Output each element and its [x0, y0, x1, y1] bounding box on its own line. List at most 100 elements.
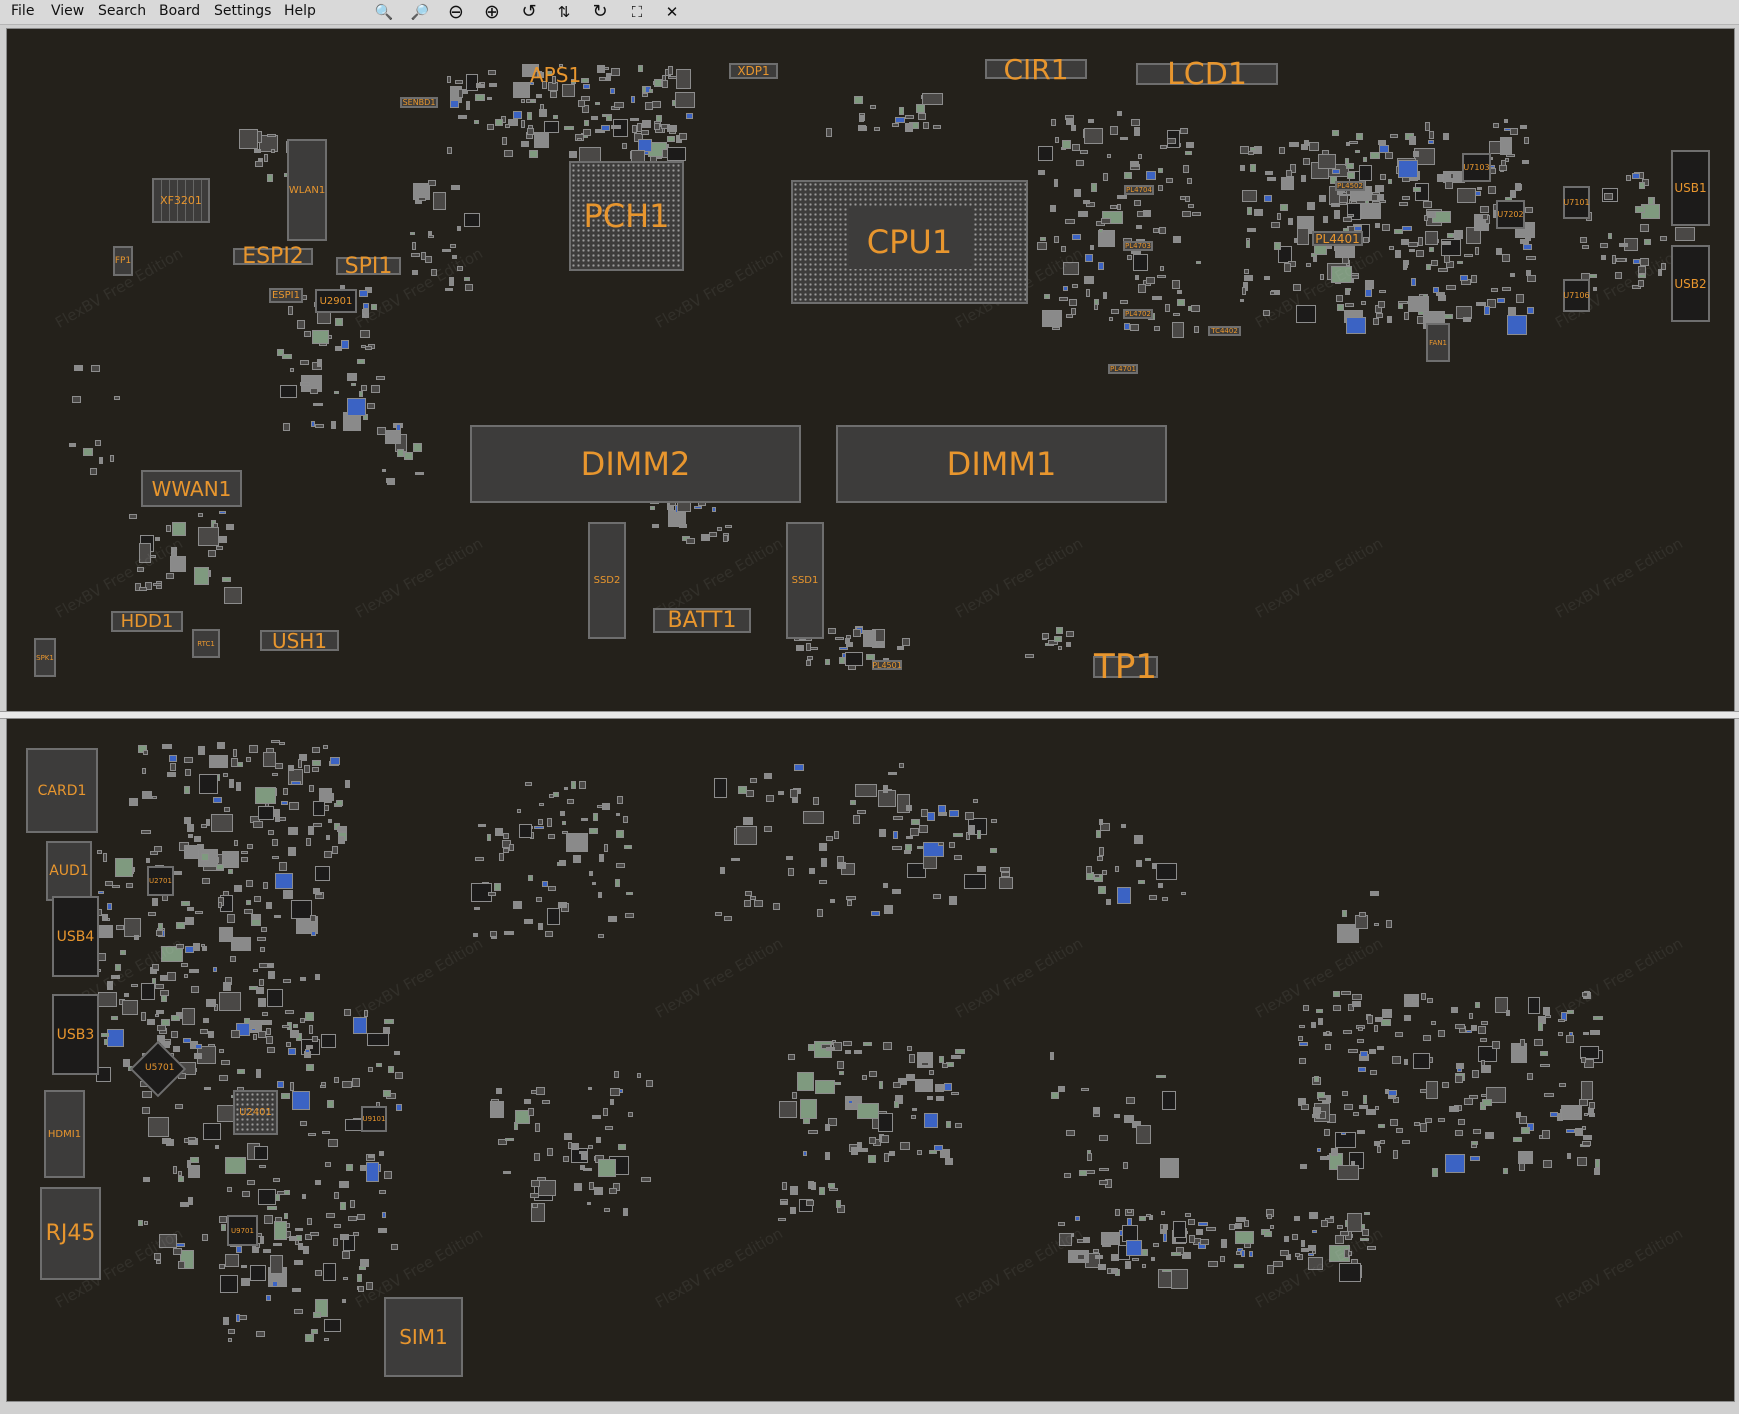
smd-part	[427, 234, 435, 238]
zoom-in-icon[interactable]: ⊕	[484, 1, 500, 23]
part-FAN1[interactable]: FAN1	[1426, 323, 1450, 362]
smd-part	[311, 329, 329, 345]
part-RJ45[interactable]: RJ45	[40, 1187, 101, 1280]
smd-part	[315, 974, 320, 980]
rotate-ccw-icon[interactable]: ↺	[521, 1, 537, 22]
part-PL4702[interactable]: PL4702	[1123, 309, 1153, 319]
smd-part	[851, 1146, 858, 1155]
smd-part	[1357, 1067, 1367, 1072]
part-DIMM2[interactable]: DIMM2	[470, 425, 801, 503]
part-U5701[interactable]: U5701	[145, 1063, 175, 1073]
part-U7103[interactable]: U7103	[1462, 153, 1491, 182]
smd-part	[284, 1190, 291, 1195]
smd-part	[1374, 223, 1380, 229]
part-PL4502[interactable]: PL4502	[1335, 181, 1365, 191]
smd-part	[1488, 186, 1496, 194]
part-U2701[interactable]: U2701	[147, 866, 174, 896]
part-DIMM1[interactable]: DIMM1	[836, 425, 1167, 503]
smd-part	[1424, 1117, 1432, 1123]
smd-part	[263, 153, 269, 162]
menu-settings[interactable]: Settings	[214, 3, 272, 19]
part-TP1[interactable]: TP1	[1093, 647, 1158, 687]
part-RTC1[interactable]: RTC1	[192, 629, 220, 658]
part-USB2[interactable]: USB2	[1671, 245, 1710, 322]
menu-file[interactable]: File	[11, 3, 35, 19]
part-XF3201[interactable]: XF3201	[152, 178, 210, 223]
smd-part	[1389, 1118, 1398, 1126]
part-ESPI1[interactable]: ESPI1	[269, 288, 303, 303]
part-TC4402[interactable]: TC4402	[1208, 326, 1241, 336]
part-AUD1[interactable]: AUD1	[46, 841, 92, 901]
part-SSD1[interactable]: SSD1	[786, 522, 824, 639]
smd-part	[591, 115, 599, 120]
smd-part	[261, 1011, 269, 1016]
part-HDMI1[interactable]: HDMI1	[44, 1090, 85, 1178]
zoom-search-plus-icon[interactable]: 🔎	[410, 3, 430, 21]
part-CPU1[interactable]: CPU1	[791, 180, 1028, 304]
flip-icon[interactable]: ⇅	[557, 3, 571, 21]
menu-help[interactable]: Help	[284, 3, 316, 19]
smd-part	[629, 118, 640, 122]
part-SPK1[interactable]: SPK1	[34, 638, 56, 677]
smd-part	[1094, 873, 1100, 879]
part-USH1[interactable]: USH1	[260, 629, 339, 653]
part-U9101[interactable]: U9101	[361, 1106, 387, 1132]
smd-part	[649, 505, 655, 511]
part-U2901[interactable]: U2901	[315, 289, 357, 313]
smd-part	[1479, 206, 1490, 214]
part-PL4501[interactable]: PL4501	[872, 660, 902, 670]
part-CIR1[interactable]: CIR1	[985, 53, 1087, 86]
part-PL4703[interactable]: PL4703	[1123, 241, 1153, 251]
part-APS1[interactable]: APS1	[530, 63, 582, 87]
part-U9701[interactable]: U9701	[227, 1215, 258, 1246]
smd-part	[916, 1052, 934, 1069]
part-LCD1[interactable]: LCD1	[1136, 57, 1278, 92]
smd-part	[248, 745, 259, 754]
part-U7202[interactable]: U7202	[1496, 200, 1525, 229]
part-USB1[interactable]: USB1	[1671, 150, 1710, 226]
part-USB4[interactable]: USB4	[52, 896, 99, 977]
smd-part	[1377, 1124, 1385, 1129]
smd-part	[347, 373, 357, 381]
part-PL4401[interactable]: PL4401	[1312, 231, 1363, 246]
menu-view[interactable]: View	[51, 3, 85, 19]
part-ESPI2[interactable]: ESPI2	[233, 244, 313, 269]
smd-part	[211, 813, 234, 833]
smd-part	[599, 854, 605, 863]
part-WWAN1[interactable]: WWAN1	[141, 470, 242, 507]
part-SIM1[interactable]: SIM1	[384, 1297, 463, 1377]
part-WLAN1[interactable]: WLAN1	[287, 139, 327, 241]
part-U7106[interactable]: U7106	[1563, 279, 1590, 312]
part-FP1[interactable]: FP1	[113, 246, 133, 276]
smd-part	[1163, 1224, 1168, 1230]
smd-part	[1640, 257, 1650, 267]
zoom-search-icon[interactable]: 🔍	[374, 3, 394, 21]
close-icon[interactable]: ✕	[665, 3, 679, 21]
smd-part	[303, 330, 312, 337]
part-U7101[interactable]: U7101	[1563, 186, 1590, 219]
part-PL4701[interactable]: PL4701	[1108, 364, 1138, 374]
part-USB3[interactable]: USB3	[52, 994, 99, 1075]
smd-part	[267, 971, 275, 980]
zoom-out-icon[interactable]: ⊖	[448, 1, 464, 23]
smd-part	[1538, 1022, 1543, 1031]
part-HDD1[interactable]: HDD1	[111, 611, 183, 632]
fit-screen-icon[interactable]: ⛶	[631, 3, 643, 21]
part-XDP1[interactable]: XDP1	[729, 63, 778, 79]
smd-part	[230, 1030, 241, 1039]
part-CARD1[interactable]: CARD1	[26, 748, 98, 833]
menu-board[interactable]: Board	[159, 3, 201, 19]
part-PL4704[interactable]: PL4704	[1124, 185, 1154, 195]
smd-part	[1101, 217, 1111, 224]
menu-search[interactable]: Search	[98, 3, 147, 19]
part-PCH1[interactable]: PCH1	[569, 161, 684, 271]
rotate-cw-icon[interactable]: ↻	[592, 1, 608, 22]
part-SSD2[interactable]: SSD2	[588, 522, 626, 639]
part-SPI1[interactable]: SPI1	[336, 254, 401, 279]
part-BATT1[interactable]: BATT1	[653, 608, 751, 633]
part-SENBD1[interactable]: SENBD1	[400, 97, 438, 108]
smd-part	[156, 1010, 164, 1015]
part-U2401[interactable]: U2401	[233, 1090, 278, 1135]
